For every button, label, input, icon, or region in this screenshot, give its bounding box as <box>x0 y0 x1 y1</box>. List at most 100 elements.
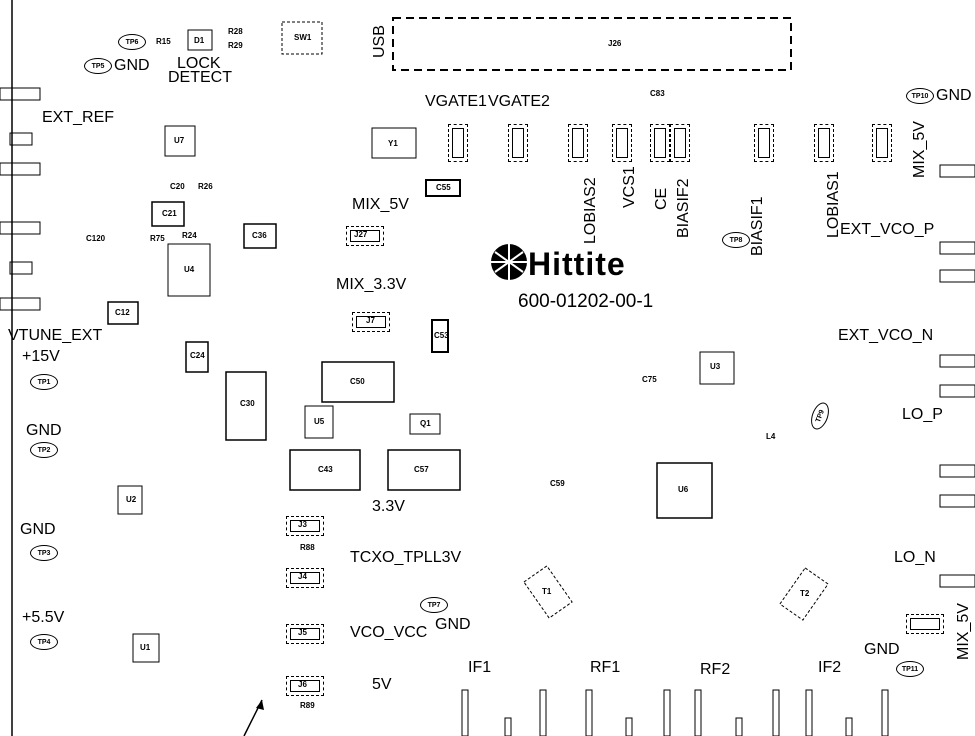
ref-r29: R29 <box>228 41 243 50</box>
part-number: 600-01202-00-1 <box>518 291 654 312</box>
ref-u3: U3 <box>710 362 721 371</box>
label-lobias2: LOBIAS2 <box>582 177 599 244</box>
testpoint-tp1: TP1 <box>30 374 58 390</box>
ref-r15: R15 <box>156 37 171 46</box>
label-lo-n: LO_N <box>894 549 936 566</box>
header-mix5v <box>872 124 892 162</box>
header-j3 <box>286 516 324 536</box>
label-ext-vco-n: EXT_VCO_N <box>838 327 934 344</box>
label-mix-5v-bottom: MIX_5V <box>955 603 972 660</box>
ref-c12: C12 <box>115 308 130 317</box>
ref-j6: J6 <box>298 680 307 689</box>
header-biasif2 <box>670 124 690 162</box>
ref-u1: U1 <box>140 643 151 652</box>
ref-c36: C36 <box>252 231 267 240</box>
header-vgate2 <box>508 124 528 162</box>
header-biasif1 <box>754 124 774 162</box>
ref-j7: J7 <box>366 316 375 325</box>
testpoint-tp3: TP3 <box>30 545 58 561</box>
label-detect: DETECT <box>168 69 232 86</box>
header-vgate1 <box>448 124 468 162</box>
testpoint-tp7: TP7 <box>420 597 448 613</box>
label-mix-5v-top: MIX_5V <box>911 121 928 178</box>
ref-r89: R89 <box>300 701 315 710</box>
ref-r88: R88 <box>300 543 315 552</box>
label-gnd-left1: GND <box>26 422 62 439</box>
ref-r26: R26 <box>198 182 213 191</box>
testpoint-tp8: TP8 <box>722 232 750 248</box>
logo-text: Hittite <box>528 246 626 282</box>
header-j27 <box>346 226 384 246</box>
ref-j4: J4 <box>298 572 307 581</box>
label-if1: IF1 <box>468 659 492 676</box>
label-gnd-left2: GND <box>20 521 56 538</box>
label-5v: 5V <box>372 676 392 693</box>
label-usb: USB <box>371 25 388 58</box>
ref-u4: U4 <box>184 265 195 274</box>
label-lo-p: LO_P <box>902 406 943 423</box>
testpoint-tp2: TP2 <box>30 442 58 458</box>
label-ext-vco-p: EXT_VCO_P <box>840 221 935 238</box>
label-lock: LOCK <box>177 55 221 72</box>
ref-c43: C43 <box>318 465 333 474</box>
ref-c83: C83 <box>650 89 665 98</box>
header-lobias1 <box>814 124 834 162</box>
ref-c59: C59 <box>550 479 565 488</box>
label-rf1: RF1 <box>590 659 621 676</box>
label-biasif1: BIASIF1 <box>749 196 766 256</box>
header-j7 <box>352 312 390 332</box>
ref-u6: U6 <box>678 485 689 494</box>
label-gnd-tp7: GND <box>435 616 471 633</box>
header-j4 <box>286 568 324 588</box>
label-gnd-tp10: GND <box>936 87 972 104</box>
ref-t1: T1 <box>542 587 552 596</box>
ref-r28: R28 <box>228 27 243 36</box>
label-ce: CE <box>653 187 670 210</box>
testpoint-tp6: TP6 <box>118 34 146 50</box>
header-j5 <box>286 624 324 644</box>
ref-c55: C55 <box>436 183 451 192</box>
ref-c75: C75 <box>642 375 657 384</box>
ref-c120: C120 <box>86 234 106 243</box>
label-3v3: 3.3V <box>372 498 405 515</box>
label-vgate2: VGATE2 <box>488 93 550 110</box>
ref-u7: U7 <box>174 136 185 145</box>
testpoint-tp5: TP5 <box>84 58 112 74</box>
ref-c53: C53 <box>434 331 449 340</box>
header-lobias2 <box>568 124 588 162</box>
label-rf2: RF2 <box>700 661 731 678</box>
label-biasif2: BIASIF2 <box>675 178 692 238</box>
ref-j5: J5 <box>298 628 307 637</box>
label-if2: IF2 <box>818 659 842 676</box>
testpoint-tp4: TP4 <box>30 634 58 650</box>
testpoint-tp11: TP11 <box>896 661 924 677</box>
label-ext-ref: EXT_REF <box>42 109 115 126</box>
ref-j3: J3 <box>298 520 307 529</box>
ref-c30: C30 <box>240 399 255 408</box>
header-vcs1 <box>612 124 632 162</box>
ref-j26: J26 <box>608 39 622 48</box>
label-vtune-ext: VTUNE_EXT <box>8 327 103 344</box>
ref-r75: R75 <box>150 234 165 243</box>
ref-sw1: SW1 <box>294 33 312 42</box>
label-mix-3v3: MIX_3.3V <box>336 276 407 293</box>
header-ce <box>650 124 670 162</box>
header-j6 <box>286 676 324 696</box>
ref-l4: L4 <box>766 432 776 441</box>
label-vco-vcc: VCO_VCC <box>350 624 428 641</box>
ref-t2: T2 <box>800 589 810 598</box>
ref-c57: C57 <box>414 465 429 474</box>
label-gnd-top: GND <box>114 57 150 74</box>
label-tcxo-tpll3v: TCXO_TPLL3V <box>350 549 462 566</box>
ref-u5: U5 <box>314 417 325 426</box>
ref-c50: C50 <box>350 377 365 386</box>
ref-d1: D1 <box>194 36 205 45</box>
header-j8 <box>906 614 944 634</box>
ref-u2: U2 <box>126 495 137 504</box>
ref-c24: C24 <box>190 351 205 360</box>
label-mix-5v-mid: MIX_5V <box>352 196 409 213</box>
ref-r24: R24 <box>182 231 197 240</box>
ref-y1: Y1 <box>388 139 398 148</box>
testpoint-tp10: TP10 <box>906 88 934 104</box>
